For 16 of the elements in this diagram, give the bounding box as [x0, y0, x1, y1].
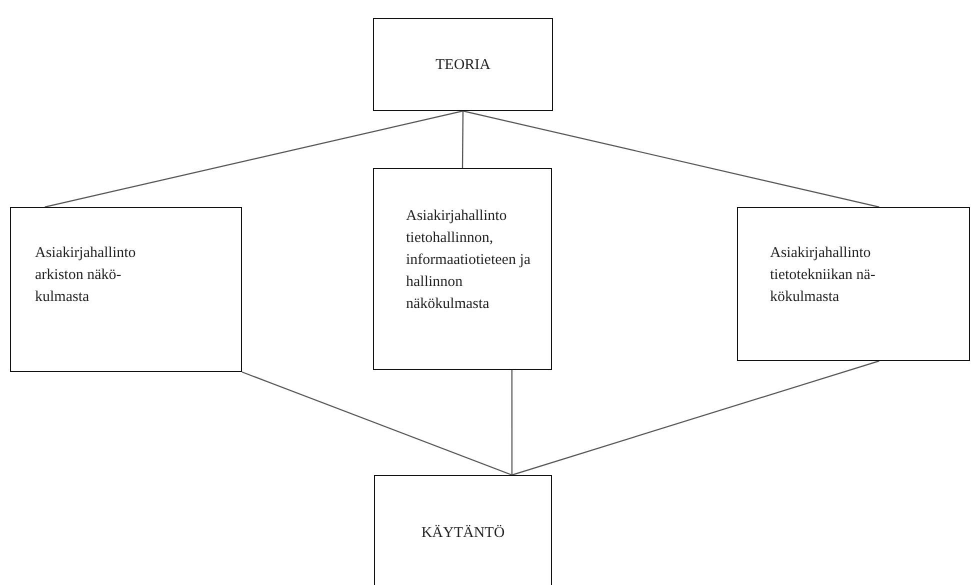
connector-line [462, 110, 880, 208]
box-text: TEORIA [436, 56, 490, 74]
box-text: KÄYTÄNTÖ [421, 524, 505, 542]
connector-line [511, 370, 513, 475]
connector-line [462, 111, 464, 168]
text-box [10, 207, 242, 372]
connector-line [242, 371, 512, 476]
box-text: Asiakirjahallinto arkiston näkö-kulmasta [35, 244, 137, 307]
text-box [373, 18, 553, 111]
connector-line [44, 110, 464, 208]
text-box [374, 475, 552, 585]
connector-line [512, 360, 880, 476]
text-box [373, 168, 552, 370]
box-text: Asiakirjahallinto tietohallinnon, informaatiotieteen ja hallinnon näkökulmasta [406, 207, 532, 314]
box-text: Asiakirjahallinto tietotekniikan nä-kökulmasta [770, 244, 876, 307]
text-box [737, 207, 970, 361]
